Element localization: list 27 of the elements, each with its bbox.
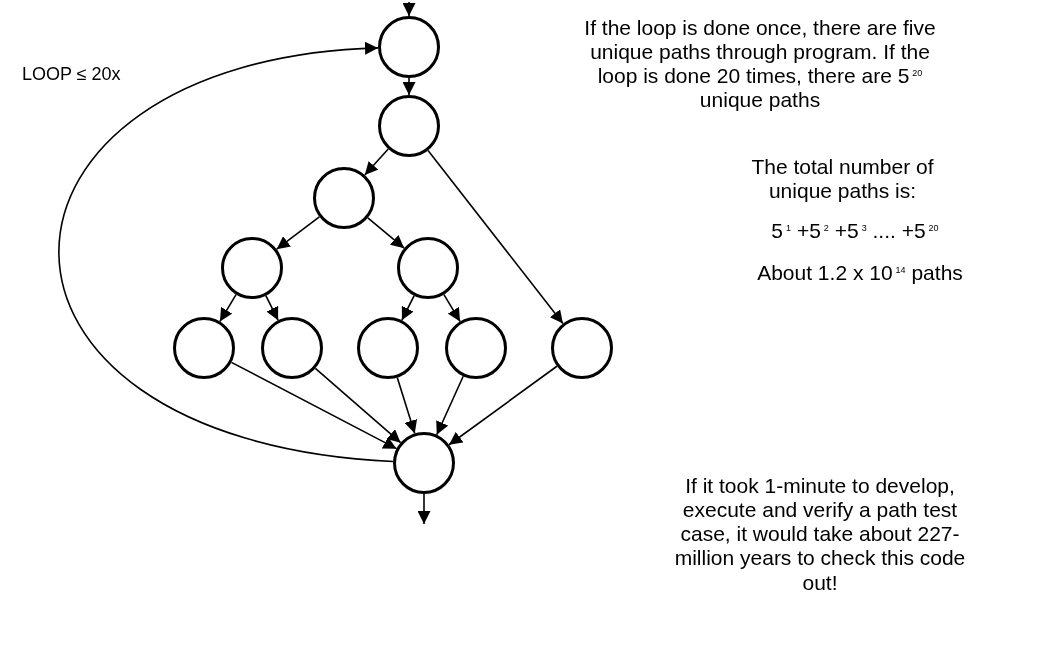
arrow — [314, 367, 402, 444]
note-text: 5$^{1}$ +5$^{2}$ +5$^{3}$ .... +5$^{20}$ — [770, 219, 940, 244]
arrow — [443, 293, 461, 323]
arrow — [401, 294, 415, 322]
arrow — [265, 294, 279, 322]
node-circle — [221, 237, 283, 299]
node-circle — [393, 432, 455, 494]
arrow — [396, 376, 418, 435]
note-text: About 1.2 x 10$^{14}$ paths — [756, 261, 964, 286]
arrow — [58, 42, 394, 463]
arrow — [219, 293, 237, 323]
arrow — [363, 148, 390, 176]
arrow — [435, 375, 465, 436]
arrow — [427, 149, 564, 325]
node-circle — [313, 167, 375, 229]
arrow — [367, 217, 405, 249]
arrow — [230, 361, 398, 450]
node-circle — [397, 237, 459, 299]
note-text: If it took 1-minute to develop, execute and verify a path test case, it would take about 227-million years to check this code out! — [673, 474, 967, 595]
node-circle — [261, 317, 323, 379]
arrow — [275, 215, 321, 251]
arrow — [417, 493, 431, 525]
arrow — [448, 365, 558, 446]
arrow — [402, 1, 416, 17]
arrow — [402, 77, 416, 96]
note-text: If the loop is done once, there are five unique paths through program. If the loop is done 20 times, there are 5$^{20}$ unique paths — [583, 16, 937, 113]
note-text: The total number of unique paths is: — [750, 155, 935, 204]
